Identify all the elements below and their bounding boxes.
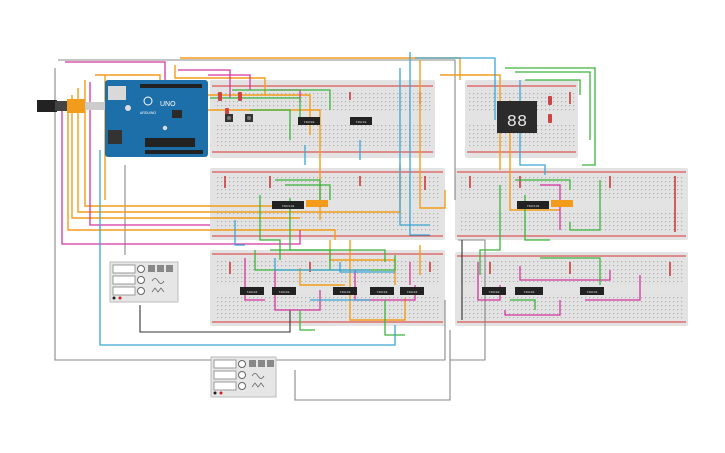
dip-switch-right[interactable] bbox=[551, 200, 573, 207]
ic-chip[interactable]: 74HC32 bbox=[580, 287, 604, 295]
ic-chip[interactable]: 74HC148 bbox=[517, 201, 549, 209]
ic-chip[interactable]: 74HC08 bbox=[298, 117, 320, 125]
resistors bbox=[218, 92, 552, 123]
chip-label: 74HC08 bbox=[304, 121, 315, 124]
chip-label: 74HC04 bbox=[407, 291, 418, 294]
wires-blue bbox=[99, 52, 546, 346]
chip-label: 74HC86 bbox=[377, 291, 388, 294]
ic-chip[interactable]: 74HC32 bbox=[350, 117, 372, 125]
ic-chip[interactable]: 74HC86 bbox=[370, 287, 394, 295]
arduino-uno[interactable]: UNO ARDUINO bbox=[37, 80, 208, 157]
ic-chip[interactable]: 74HC04 bbox=[240, 287, 264, 295]
chip-label: 74HC08 bbox=[489, 291, 500, 294]
ic-chip[interactable]: 74HC08 bbox=[482, 287, 506, 295]
chip-label: 74HC04 bbox=[247, 291, 258, 294]
dip-switch-left[interactable] bbox=[306, 200, 328, 207]
power-rails bbox=[212, 85, 686, 323]
chip-label: 74HC32 bbox=[356, 121, 367, 124]
function-generator-icon bbox=[251, 373, 265, 379]
push-buttons[interactable] bbox=[225, 114, 253, 122]
chip-label: 74HC148 bbox=[282, 205, 295, 208]
arduino-brand: UNO bbox=[160, 101, 176, 108]
chip-label: 74HC86 bbox=[524, 291, 535, 294]
function-generator-2[interactable] bbox=[210, 356, 277, 398]
arduino-board-icon bbox=[143, 96, 153, 106]
arduino-made-text: ARDUINO bbox=[140, 111, 156, 115]
wires-green bbox=[210, 67, 601, 336]
seven-segment-display: 88 bbox=[497, 101, 537, 133]
ic-chip[interactable]: 74HC86 bbox=[515, 287, 543, 295]
chip-label: 74HC148 bbox=[527, 205, 540, 208]
function-generator-icon bbox=[151, 278, 165, 284]
ic-chips: 74HC08 74HC32 74HC148 74HC148 74HC04 74HC08 74… bbox=[240, 117, 604, 295]
ic-chip[interactable]: 74HC32 bbox=[333, 287, 357, 295]
ic-chip[interactable]: 74HC08 bbox=[272, 287, 296, 295]
dip-switches[interactable] bbox=[306, 200, 573, 207]
chip-label: 74HC08 bbox=[279, 291, 290, 294]
chip-label: 74HC32 bbox=[340, 291, 351, 294]
ic-chip[interactable]: 74HC148 bbox=[272, 201, 304, 209]
ic-chip[interactable]: 74HC04 bbox=[400, 287, 424, 295]
chip-label: 74HC32 bbox=[587, 291, 598, 294]
seven-segment-digits: 88 bbox=[507, 113, 527, 132]
function-generator-1[interactable] bbox=[109, 261, 179, 303]
